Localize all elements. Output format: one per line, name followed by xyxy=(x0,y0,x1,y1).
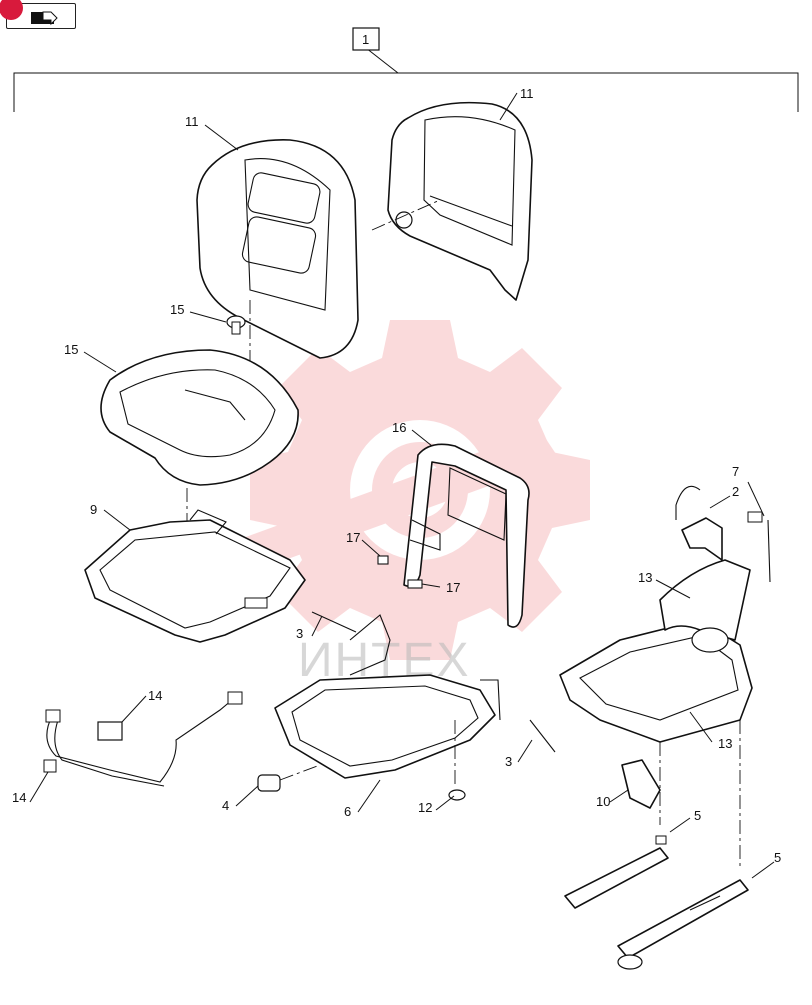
callout-c12: 12 xyxy=(418,800,432,815)
callout-c11b: 11 xyxy=(520,86,534,101)
callout-c13b: 13 xyxy=(718,736,732,751)
callout-c15a: 15 xyxy=(170,302,184,317)
callout-c3a: 3 xyxy=(296,626,303,641)
part-seat-pan xyxy=(84,509,306,643)
callout-c10: 10 xyxy=(596,794,610,809)
callout-c11a: 11 xyxy=(185,114,199,129)
part-suspension-base xyxy=(559,559,753,743)
callout-c17b: 17 xyxy=(446,580,460,595)
callout-c5a: 5 xyxy=(694,808,701,823)
callout-c16: 16 xyxy=(392,420,406,435)
folder-arrow-icon xyxy=(31,11,58,26)
part-backrest-cushion xyxy=(196,139,359,380)
part-pin-3b xyxy=(529,719,556,753)
callout-c13a: 13 xyxy=(638,570,652,585)
callout-assembly: 1 xyxy=(362,32,369,47)
nav-button[interactable] xyxy=(0,0,76,29)
callout-c9: 9 xyxy=(90,502,97,517)
part-wiring-harness xyxy=(43,691,243,787)
part-cushion-fastener xyxy=(226,315,246,335)
part-connector xyxy=(257,764,321,792)
part-slide-rail-right xyxy=(617,720,749,970)
part-gas-spring-7 xyxy=(747,511,771,583)
callout-c7: 7 xyxy=(732,464,739,479)
callout-c4: 4 xyxy=(222,798,229,813)
part-slide-rail-left xyxy=(564,835,669,909)
callout-c14b: 14 xyxy=(12,790,26,805)
part-nut xyxy=(448,789,466,801)
callout-c3b: 3 xyxy=(505,754,512,769)
callout-c2: 2 xyxy=(732,484,739,499)
callout-c14a: 14 xyxy=(148,688,162,703)
part-backrest-shell xyxy=(371,101,533,301)
assembly-bracket: 1 xyxy=(13,27,799,112)
part-pin-3a xyxy=(311,611,357,633)
callout-c5b: 5 xyxy=(774,850,781,865)
callout-group: 11 11 15 15 16 9 17 17 3 3 14 14 4 6 12 … xyxy=(12,86,781,879)
part-plate-10 xyxy=(621,742,661,825)
part-base-frame xyxy=(274,614,501,785)
callout-c17a: 17 xyxy=(346,530,360,545)
part-bolt-17b xyxy=(407,579,423,589)
callout-c15b: 15 xyxy=(64,342,78,357)
part-bolt-17a xyxy=(377,555,389,565)
part-bracket-2 xyxy=(675,485,723,561)
callout-c6: 6 xyxy=(344,804,351,819)
status-badge xyxy=(0,0,23,20)
